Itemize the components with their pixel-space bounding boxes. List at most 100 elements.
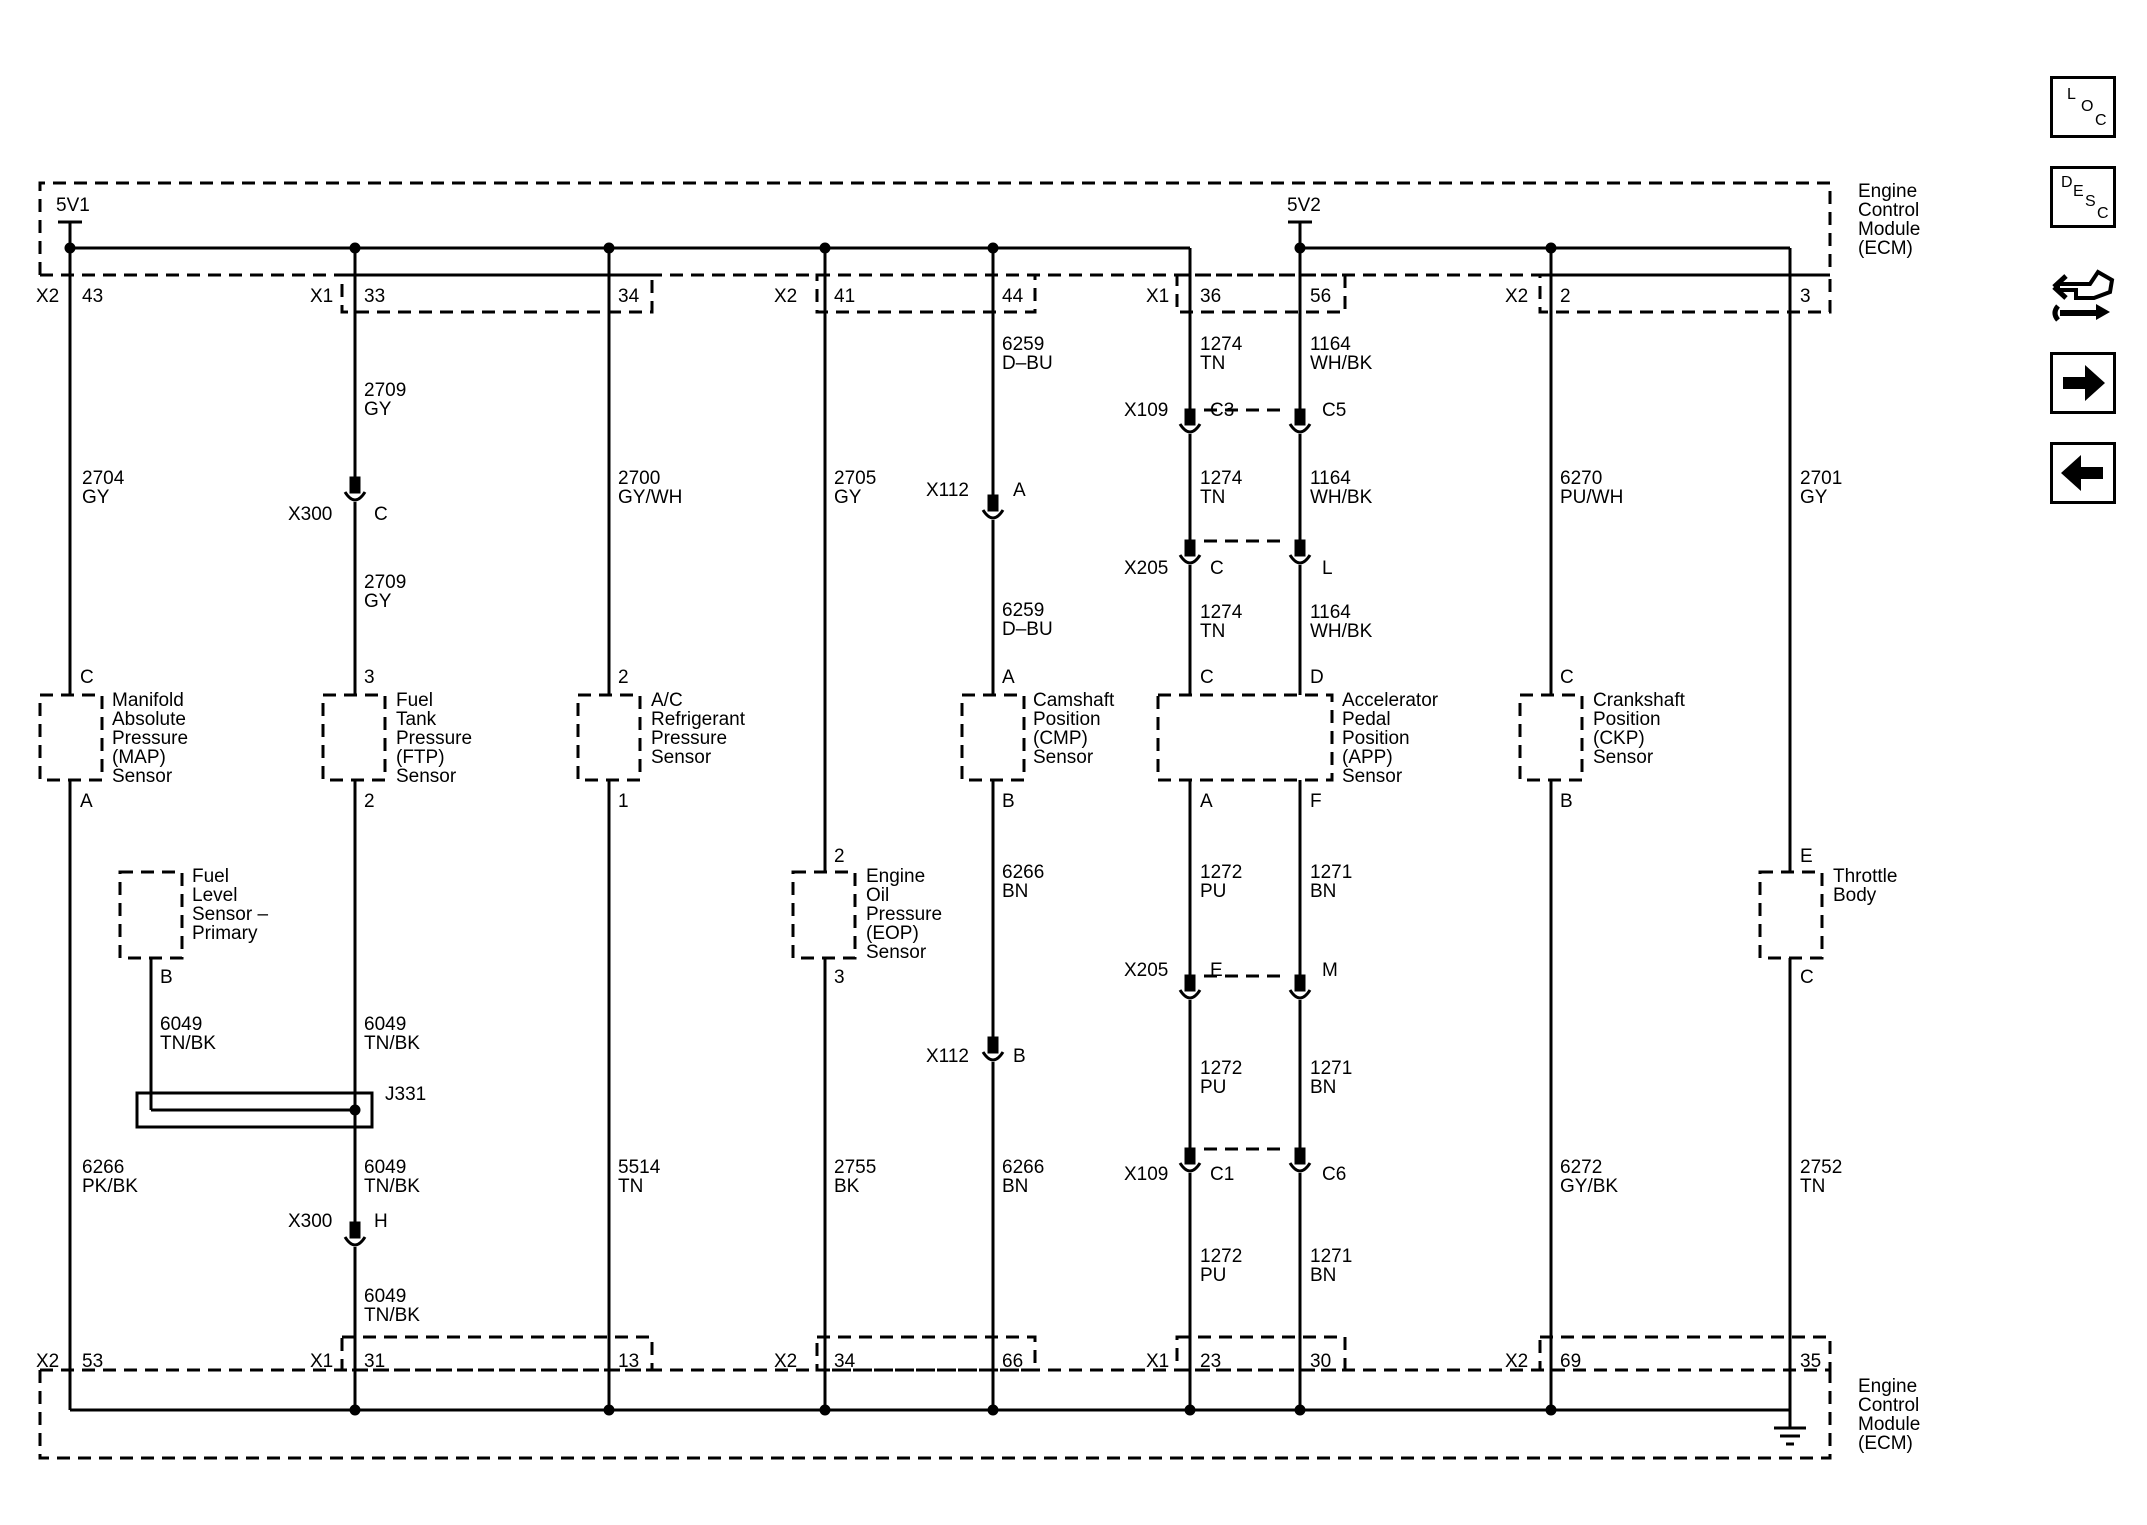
x109-bottom-right-male [1294, 1147, 1306, 1165]
supply-5v2-label: 5V2 [1287, 195, 1321, 216]
x109-pin-c1: C1 [1210, 1164, 1234, 1185]
previous-button[interactable] [2050, 442, 2116, 504]
map-bottom-pin: 53 [82, 1351, 103, 1372]
x205-top-left-female [1178, 554, 1202, 565]
x300-h-connector-female [343, 1236, 367, 1247]
x205-label-bottom: X205 [1124, 960, 1168, 981]
x205-pin-e: E [1210, 960, 1223, 981]
connector-swap-icon[interactable] [2050, 262, 2116, 330]
cmp-sensor-top-pin: A [1002, 667, 1015, 688]
map-sensor-box [38, 693, 104, 782]
ckp-top-connector: X2 [1505, 286, 1528, 307]
loc-letter-o: O [2081, 98, 2094, 115]
x109-bottom-left-female [1178, 1162, 1202, 1173]
ftp-bottom-pin: 31 [364, 1351, 385, 1372]
eop-sensor-box [791, 870, 857, 960]
x300-c-connector-female [343, 491, 367, 502]
x205-pin-l: L [1322, 558, 1333, 579]
x205-top-left-male [1184, 539, 1196, 557]
throttle-top-pin: 3 [1800, 286, 1811, 307]
fuel-level-sensor-box [118, 870, 184, 960]
throttle-body-box [1758, 870, 1824, 960]
arrow-left-icon [2061, 455, 2103, 491]
ckp-bottom-connector: X2 [1505, 1351, 1528, 1372]
ftp-top-connector: X1 [310, 286, 333, 307]
next-button[interactable] [2050, 352, 2116, 414]
x205-pin-c: C [1210, 558, 1224, 579]
x112-pin-a: A [1013, 480, 1026, 501]
cmp-sensor-box [960, 693, 1026, 782]
desc-letter-s: S [2085, 193, 2096, 210]
ac-sensor-box [576, 693, 642, 782]
app-sensor-left-bottom-pin: A [1200, 791, 1213, 812]
ecm-bottom-pin-group [1538, 1335, 1832, 1372]
x109-pin-c3: C3 [1210, 400, 1234, 421]
app-sensor-right-top-pin: D [1310, 667, 1324, 688]
x112-pin-b: B [1013, 1046, 1026, 1067]
x205-label-top: X205 [1124, 558, 1168, 579]
map-sensor-top-pin: C [80, 667, 94, 688]
x205-top-right-male [1294, 539, 1306, 557]
ftp-top-pin: 33 [364, 286, 385, 307]
eop-bottom-pin: 34 [834, 1351, 856, 1372]
x300-label-bottom: X300 [288, 1211, 332, 1232]
x300-label-top: X300 [288, 504, 332, 525]
desc-button[interactable]: D E S C [2050, 166, 2116, 228]
ac-sensor-bottom-pin: 1 [618, 791, 629, 812]
throttle-sensor-bottom-pin: C [1800, 967, 1814, 988]
x300-pin-h: H [374, 1211, 388, 1232]
map-top-pin: 43 [82, 286, 103, 307]
x205-bottom-left-male [1184, 974, 1196, 992]
ecm-bottom-box [38, 1370, 1832, 1460]
x205-bottom-right-female [1288, 989, 1312, 1000]
desc-letter-d: D [2061, 174, 2073, 191]
ecm-top-pin-group [340, 273, 654, 314]
x300-c-connector-male [349, 476, 361, 494]
desc-letter-e: E [2073, 183, 2084, 200]
loc-button[interactable]: L O C [2050, 76, 2116, 138]
ckp-sensor-box [1518, 693, 1584, 782]
eop-sensor-bottom-pin: 3 [834, 967, 845, 988]
x205-pin-m: M [1322, 960, 1338, 981]
x112-b-connector-female [981, 1051, 1005, 1062]
fuel-level-sensor-bottom-pin: B [160, 967, 173, 988]
loc-letter-l: L [2067, 86, 2076, 103]
desc-letter-c: C [2097, 205, 2109, 222]
x205-bottom-left-female [1178, 989, 1202, 1000]
x109-top-left-female [1178, 423, 1202, 434]
x109-bottom-left-male [1184, 1147, 1196, 1165]
eop-top-pin: 41 [834, 286, 855, 307]
x109-pin-c6: C6 [1322, 1164, 1346, 1185]
j331-label: J331 [385, 1084, 426, 1105]
j331-junction [349, 1104, 361, 1116]
x109-top-right-female [1288, 423, 1312, 434]
ecm-bottom-pin-group [1175, 1335, 1347, 1372]
ftp-bottom-connector: X1 [310, 1351, 333, 1372]
